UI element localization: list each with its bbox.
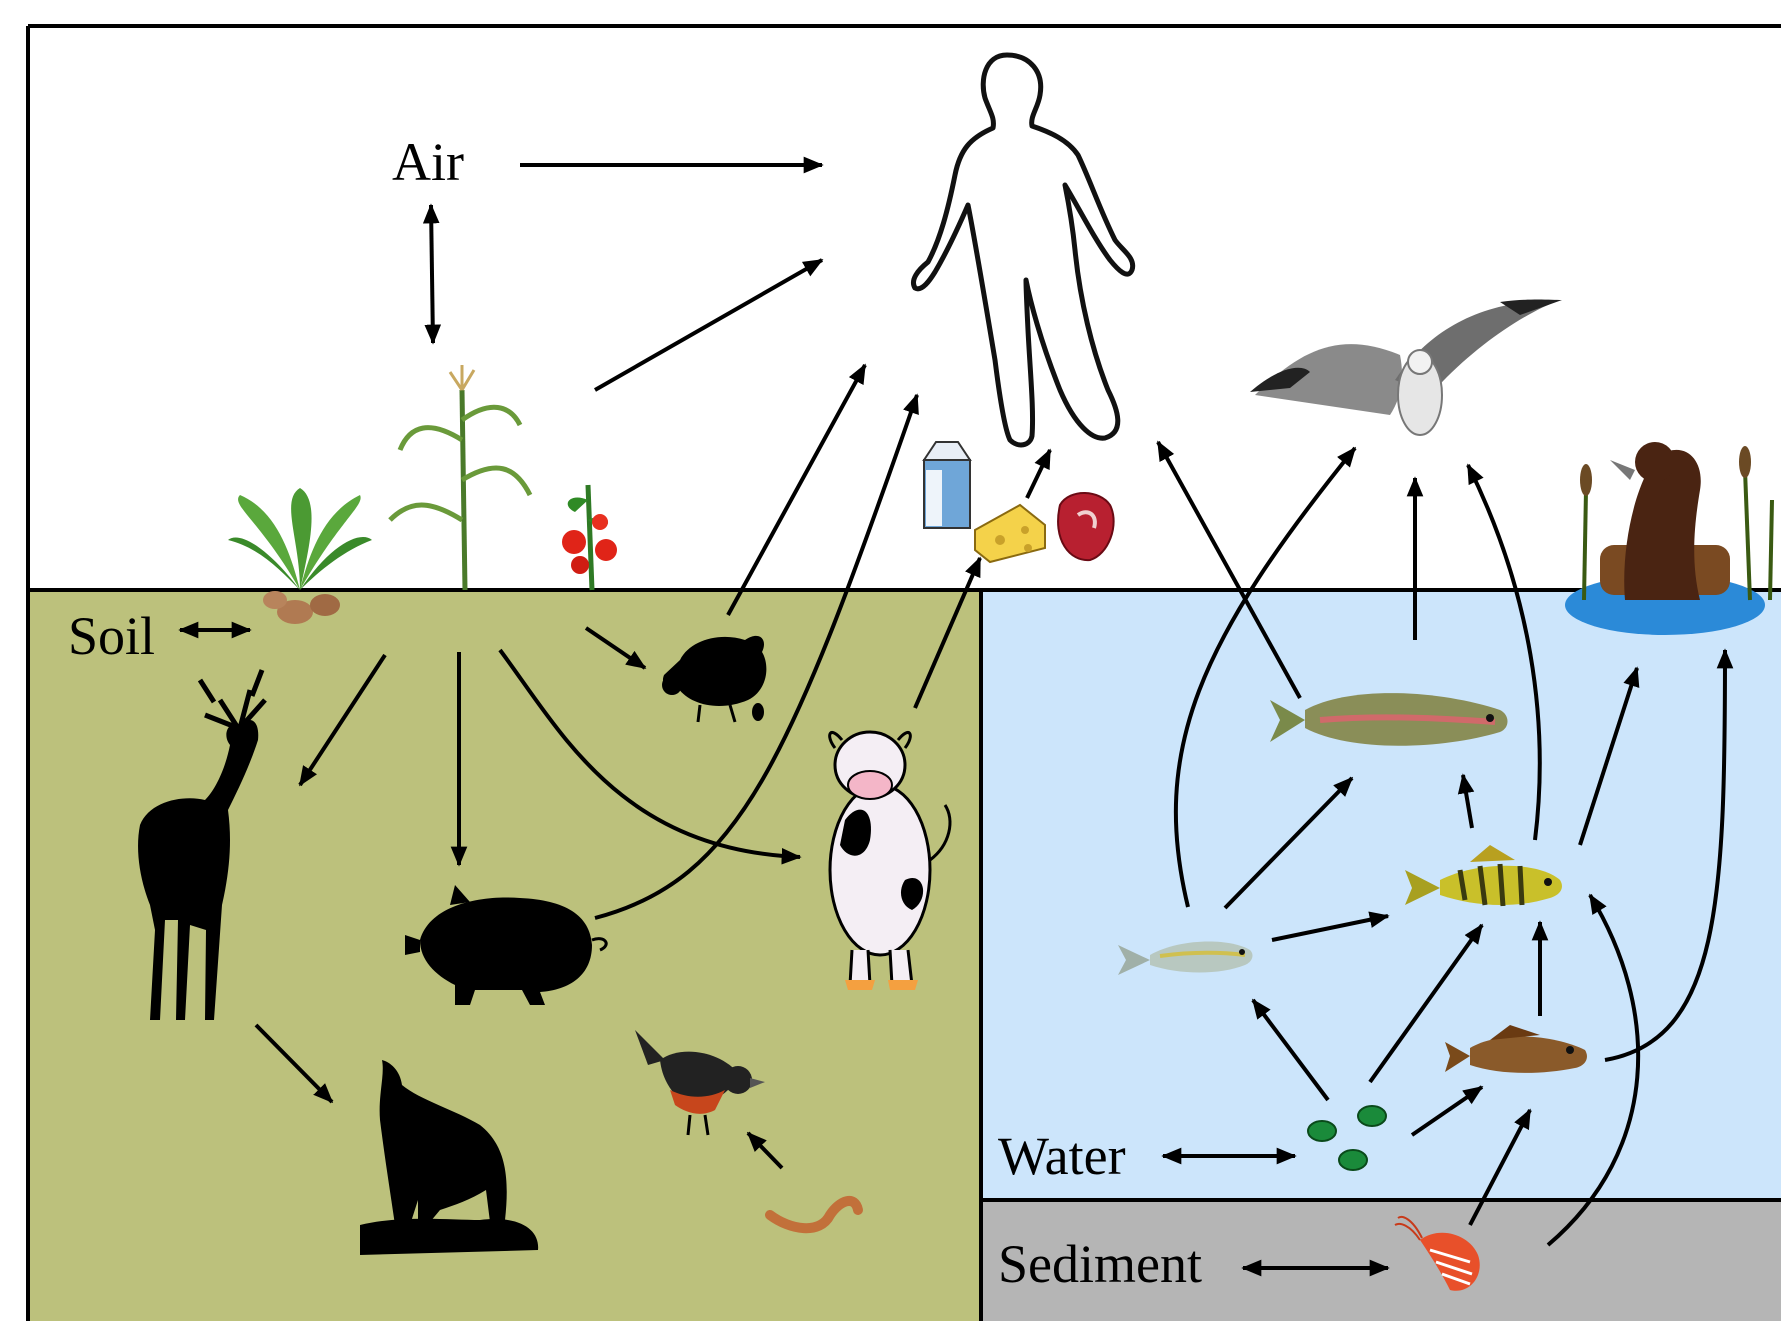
- milk-carton-icon: [924, 442, 970, 528]
- soil-label: Soil: [68, 606, 155, 666]
- water-label: Water: [998, 1126, 1126, 1186]
- sediment-label: Sediment: [998, 1234, 1202, 1294]
- air-label: Air: [392, 132, 464, 192]
